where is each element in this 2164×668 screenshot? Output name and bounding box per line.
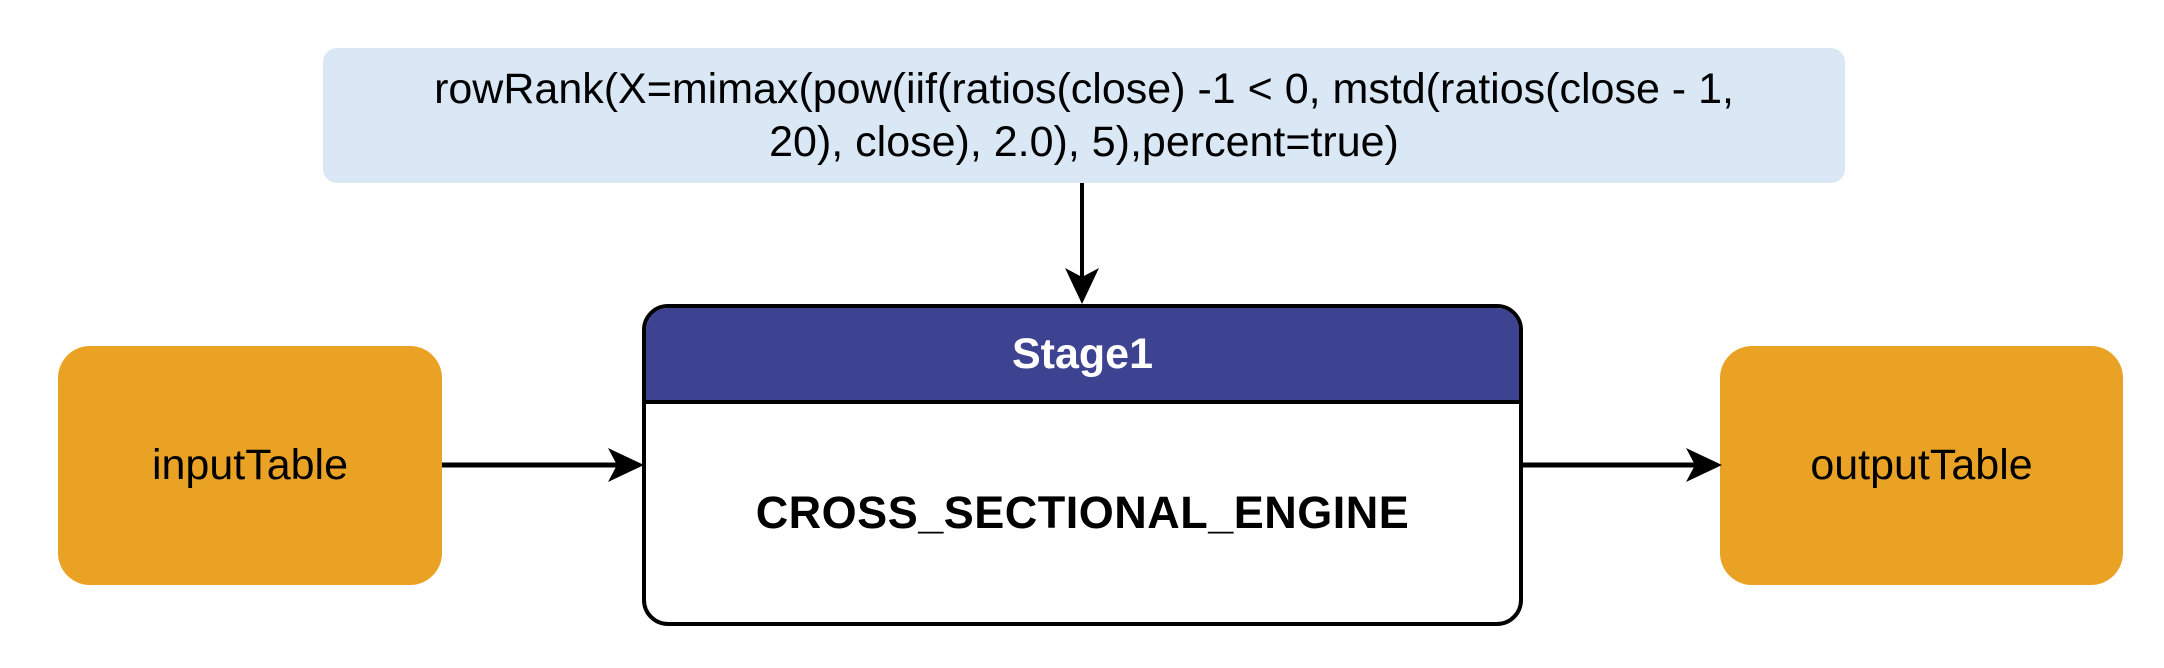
formula-line-1: rowRank(X=mimax(pow(iif(ratios(close) -1… <box>434 64 1734 113</box>
input-table-label: inputTable <box>151 441 349 489</box>
node-output-table: outputTable <box>1720 346 2123 585</box>
stage1-title: Stage1 <box>1011 329 1153 378</box>
stage1-engine-label: CROSS_SECTIONAL_ENGINE <box>755 487 1410 538</box>
output-table-label: outputTable <box>1810 441 2033 489</box>
node-input-table: inputTable <box>58 346 442 585</box>
stage1-body: CROSS_SECTIONAL_ENGINE <box>646 404 1519 622</box>
arrow-input-to-stage <box>442 448 644 482</box>
formula-annotation-box: rowRank(X=mimax(pow(iif(ratios(close) -1… <box>323 48 1845 183</box>
arrow-formula-to-stage <box>1065 183 1099 304</box>
node-stage1: Stage1 CROSS_SECTIONAL_ENGINE <box>642 304 1523 626</box>
stage1-header: Stage1 <box>646 308 1519 404</box>
arrow-stage-to-output <box>1523 448 1722 482</box>
formula-line-2: 20), close), 2.0), 5),percent=true) <box>769 117 1399 166</box>
